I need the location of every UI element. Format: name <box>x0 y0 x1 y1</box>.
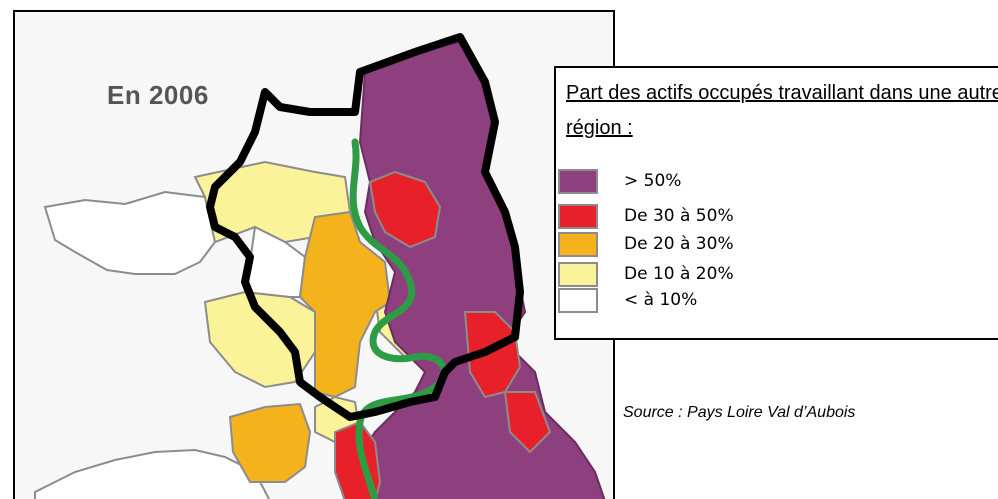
legend-title: Part des actifs occupés travaillant dans… <box>566 82 998 139</box>
region-orange-center <box>298 210 392 399</box>
legend-box: Part des actifs occupés travaillant dans… <box>554 66 998 340</box>
legend-swatch-white <box>558 288 598 313</box>
region-red-east <box>463 311 522 399</box>
legend-swatch-purple <box>558 169 598 194</box>
legend-label: De 20 à 30% <box>624 234 734 254</box>
legend-label: De 30 à 50% <box>624 206 734 226</box>
legend-swatch-yellow <box>558 262 598 287</box>
region-south-west-white <box>34 448 271 499</box>
region-red-southeast <box>503 391 552 454</box>
legend-swatch-orange <box>558 232 598 257</box>
map-title: En 2006 <box>107 80 209 110</box>
region-west-white <box>43 190 217 275</box>
legend-swatch-red <box>558 204 598 229</box>
legend-label: > 50% <box>624 171 682 191</box>
pays-outline <box>206 33 524 421</box>
region-red-north <box>368 170 442 249</box>
region-orange-south <box>228 402 312 483</box>
legend-label: De 10 à 20% <box>624 264 734 284</box>
legend-label: < à 10% <box>624 290 698 310</box>
choropleth-map <box>34 33 606 499</box>
source-note: Source : Pays Loire Val d’Aubois <box>623 404 856 421</box>
map-frame: En 2006 <box>13 10 615 499</box>
